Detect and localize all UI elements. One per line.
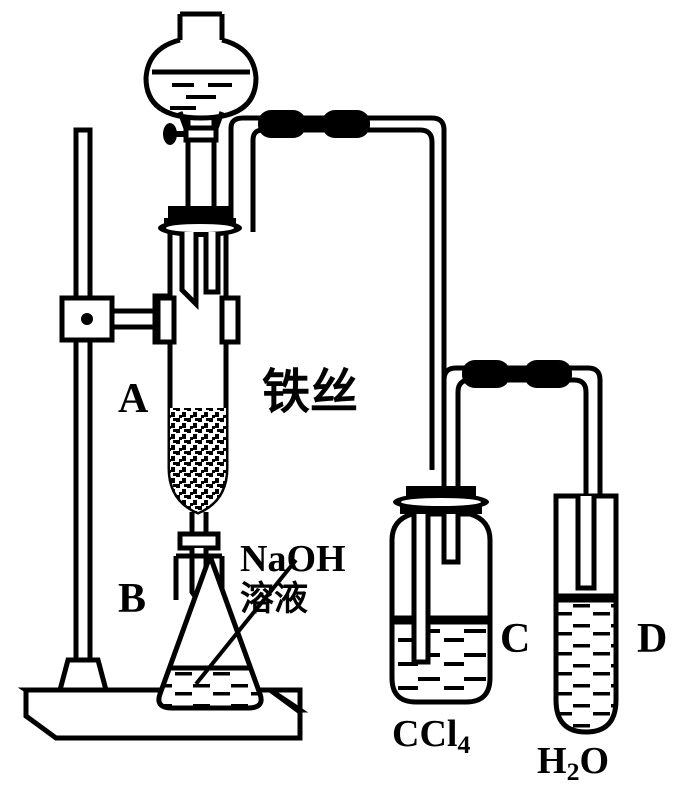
clamp-jaw-left <box>155 295 177 345</box>
rubber-stopper-c <box>393 486 489 514</box>
test-tube-d <box>553 493 619 735</box>
ccl4-liquid <box>392 619 490 702</box>
stopcock-handle <box>163 123 177 145</box>
clamp-jaw-right <box>219 295 241 345</box>
iron-wire-fill <box>170 408 226 512</box>
stand-clamp <box>59 293 174 345</box>
label-h2o-h: H <box>537 740 567 782</box>
rubber-tube-connector-2 <box>300 110 370 138</box>
label-ccl4-subscript: 4 <box>457 730 471 760</box>
label-h2o-o: O <box>579 740 610 782</box>
conical-flask-b <box>156 555 264 711</box>
label-device-a: A <box>118 376 149 422</box>
outlet-tube-c <box>441 514 461 565</box>
label-naoh-solution-cjk: 溶液 <box>240 579 308 619</box>
label-ccl4: CCl4 <box>392 715 470 758</box>
reaction-tube-a <box>155 206 242 607</box>
label-naoh-solution: NaOH 溶液 <box>240 540 346 616</box>
label-device-d: D <box>637 616 668 662</box>
separating-funnel <box>143 11 259 232</box>
ground-joint-collar <box>177 531 221 551</box>
inlet-tube-d <box>575 496 597 591</box>
gas-washing-bottle-c <box>389 486 493 705</box>
inner-outlet-tube <box>203 232 221 295</box>
rubber-tube-connector-1 <box>258 110 306 138</box>
gas-tube-c-to-d <box>441 365 603 496</box>
label-device-c: C <box>500 616 531 662</box>
label-ccl4-main: CCl <box>392 713 458 755</box>
inlet-tube-c <box>411 514 431 665</box>
label-h2o-subscript: 2 <box>566 757 580 787</box>
rubber-tube-connector-4 <box>502 360 572 388</box>
label-iron-wire: 铁丝 <box>262 364 359 420</box>
stopcock-body <box>183 125 219 143</box>
inner-inlet-tube <box>179 232 199 311</box>
ring-stand-rod <box>73 127 93 693</box>
rubber-tube-connector-3 <box>462 360 510 388</box>
funnel-liquid <box>170 83 232 110</box>
flask-b-liquid <box>159 665 261 706</box>
rod-foot <box>56 657 110 693</box>
rubber-stopper-a <box>158 206 242 237</box>
label-device-b: B <box>118 576 147 622</box>
label-naoh-formula: NaOH <box>240 538 346 580</box>
clamp-screw-icon <box>81 313 93 325</box>
ring-stand <box>17 127 309 739</box>
label-h2o: H2O <box>537 742 609 785</box>
h2o-liquid <box>556 597 616 730</box>
naoh-leader-line <box>194 558 298 686</box>
